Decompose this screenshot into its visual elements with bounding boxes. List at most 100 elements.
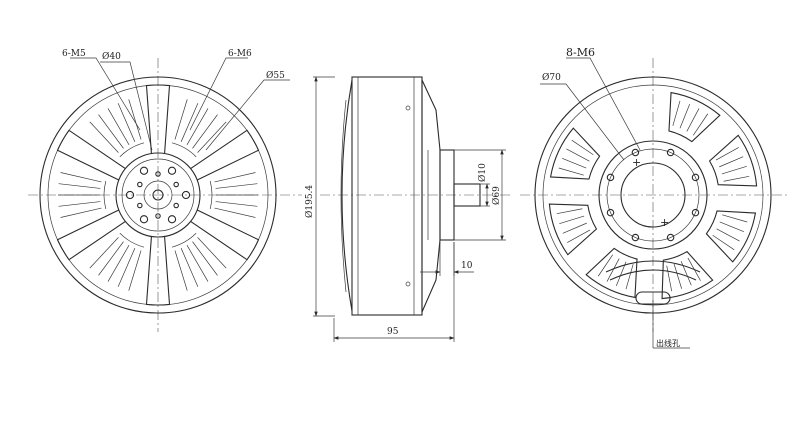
front-vent-line	[186, 245, 209, 282]
front-vent-line	[197, 237, 227, 269]
front-vent-line	[215, 201, 258, 207]
front-vent-arc	[119, 232, 145, 248]
side-rotor-body	[351, 76, 423, 316]
back-hole-m6	[666, 233, 675, 242]
back-pod-fin	[559, 215, 585, 224]
front-spoke	[190, 209, 260, 261]
back-cooling-pods	[548, 91, 758, 300]
front-spoke	[145, 236, 171, 306]
label-95: 95	[387, 327, 399, 337]
front-vent-line	[186, 108, 209, 145]
leader-6-m6	[189, 57, 248, 131]
leader-8-m6	[566, 57, 641, 151]
back-pod-fin	[692, 113, 709, 136]
front-vent-line	[214, 172, 256, 183]
leader-d40	[100, 61, 153, 151]
back-view: + + 出线孔 8-M6 Ø70	[520, 46, 790, 349]
front-vent-line	[98, 114, 124, 149]
back-hole-m6	[606, 173, 615, 182]
back-pod-fin	[615, 261, 627, 286]
back-center-mark-top: +	[632, 156, 641, 169]
back-pod-fin	[606, 258, 620, 282]
back-pod-fin	[722, 214, 748, 223]
label-d69: Ø69	[491, 186, 502, 205]
back-pod-fin	[712, 234, 735, 251]
back-hole-m6	[691, 173, 700, 182]
front-vent-arc	[119, 142, 145, 158]
back-hole-m6	[691, 208, 700, 217]
front-vent-arc	[171, 232, 197, 248]
front-vent-arc	[171, 142, 197, 158]
back-pod-fin	[716, 228, 740, 242]
front-vent-line	[60, 207, 102, 218]
front-vent-line	[107, 108, 130, 145]
back-pod-fin	[666, 265, 673, 292]
back-bolt-circle	[606, 148, 700, 242]
front-vent-line	[89, 121, 119, 153]
front-vent-line	[89, 237, 119, 269]
front-hole-m5	[139, 166, 149, 175]
back-center-bore	[620, 162, 686, 228]
back-hole-m6	[631, 233, 640, 242]
front-vent-line	[117, 248, 136, 287]
front-hub-ring	[121, 158, 195, 232]
back-pod-fin	[715, 147, 739, 161]
front-shaft-boss	[143, 180, 173, 210]
front-vent-line	[128, 250, 142, 291]
back-pod-fin	[562, 222, 587, 234]
back-pod	[548, 203, 598, 256]
back-pod-fin	[556, 208, 583, 215]
front-hole-m5	[125, 190, 135, 200]
label-6-m5: 6-M5	[62, 49, 86, 59]
front-vent-line	[214, 207, 256, 218]
side-shaft	[453, 183, 481, 207]
back-pod-fin	[721, 166, 747, 175]
front-vent-line	[180, 103, 199, 142]
front-vent-line	[215, 183, 258, 189]
back-pod-fin	[723, 175, 750, 182]
front-hole-m5	[139, 215, 149, 224]
front-mount-holes	[125, 166, 191, 224]
label-6-m6: 6-M6	[228, 49, 252, 59]
front-vent-line	[58, 183, 101, 189]
front-hole-m6	[173, 202, 179, 209]
front-spoke	[190, 129, 260, 181]
front-vent-arc	[209, 180, 213, 210]
side-left-bell	[341, 79, 353, 312]
front-vent-line	[174, 99, 188, 140]
front-spoke	[145, 84, 171, 154]
front-spokes	[56, 84, 260, 306]
label-d40: Ø40	[102, 51, 121, 62]
back-hole-m6	[606, 208, 615, 217]
front-view: 6-M5 Ø40 6-M6 Ø55	[28, 49, 302, 332]
front-vent-line	[192, 241, 218, 276]
front-vent-line	[98, 241, 124, 276]
front-vent-line	[58, 201, 101, 207]
back-pod-fin	[719, 156, 744, 168]
front-vent-line	[117, 103, 136, 142]
leader-d55	[205, 79, 290, 151]
label-10: 10	[461, 261, 473, 271]
back-pod	[585, 247, 638, 299]
front-hole-m5	[181, 190, 191, 200]
leader-d70	[540, 83, 625, 161]
front-hole-m6	[173, 181, 179, 188]
front-outer-rim	[39, 76, 277, 314]
back-pod-fin	[567, 229, 591, 243]
back-pod-fin	[625, 264, 634, 290]
label-d195: Ø195.4	[304, 185, 315, 218]
front-hub-outer	[115, 152, 201, 238]
front-vent-line	[174, 250, 188, 291]
back-mount-plate	[598, 140, 708, 250]
front-vent-arc	[103, 180, 107, 210]
back-hole-m6	[666, 148, 675, 157]
front-vent-line	[180, 248, 199, 287]
front-vent-line	[107, 245, 130, 282]
back-pod-fin	[719, 221, 744, 233]
front-hole-m6	[137, 181, 143, 188]
back-pod	[549, 127, 601, 180]
label-d55: Ø55	[266, 70, 285, 81]
back-pod-fin	[686, 108, 700, 132]
back-center-mark-bottom: +	[660, 216, 669, 229]
front-shaft	[152, 189, 164, 201]
